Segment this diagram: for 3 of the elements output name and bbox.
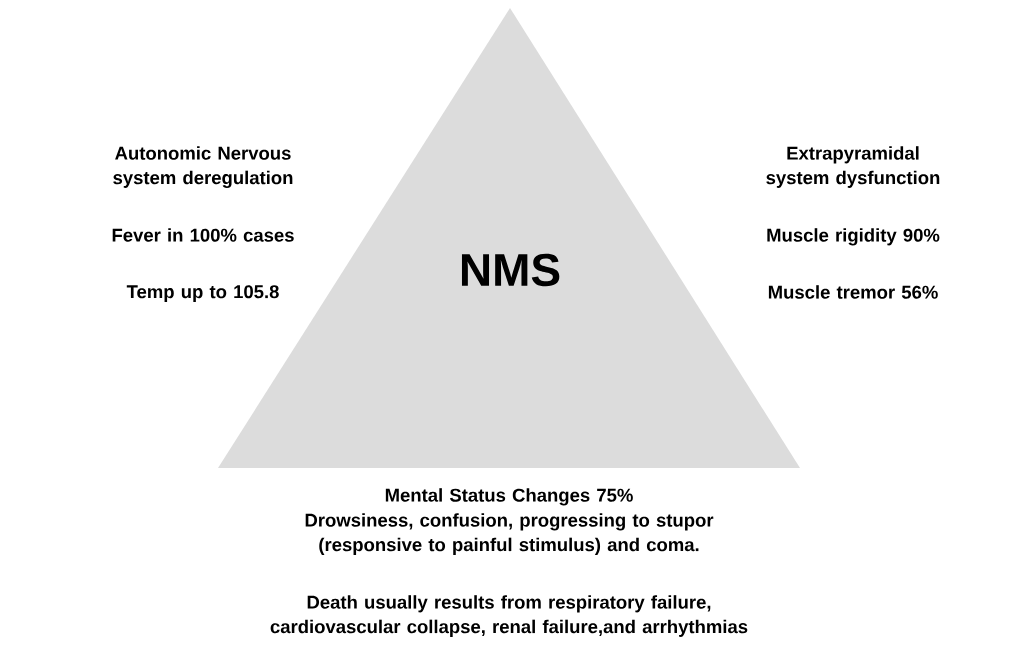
- text-label: Mental Status Changes 75%: [385, 488, 633, 506]
- text-label: Death usually results from respiratory failure, cardiovascular collapse, renal failure,and arrhythmias: [270, 595, 748, 637]
- text-label: Drowsiness, confusion, progressing to stupor (responsive to painful stimulus) and coma.: [305, 513, 714, 555]
